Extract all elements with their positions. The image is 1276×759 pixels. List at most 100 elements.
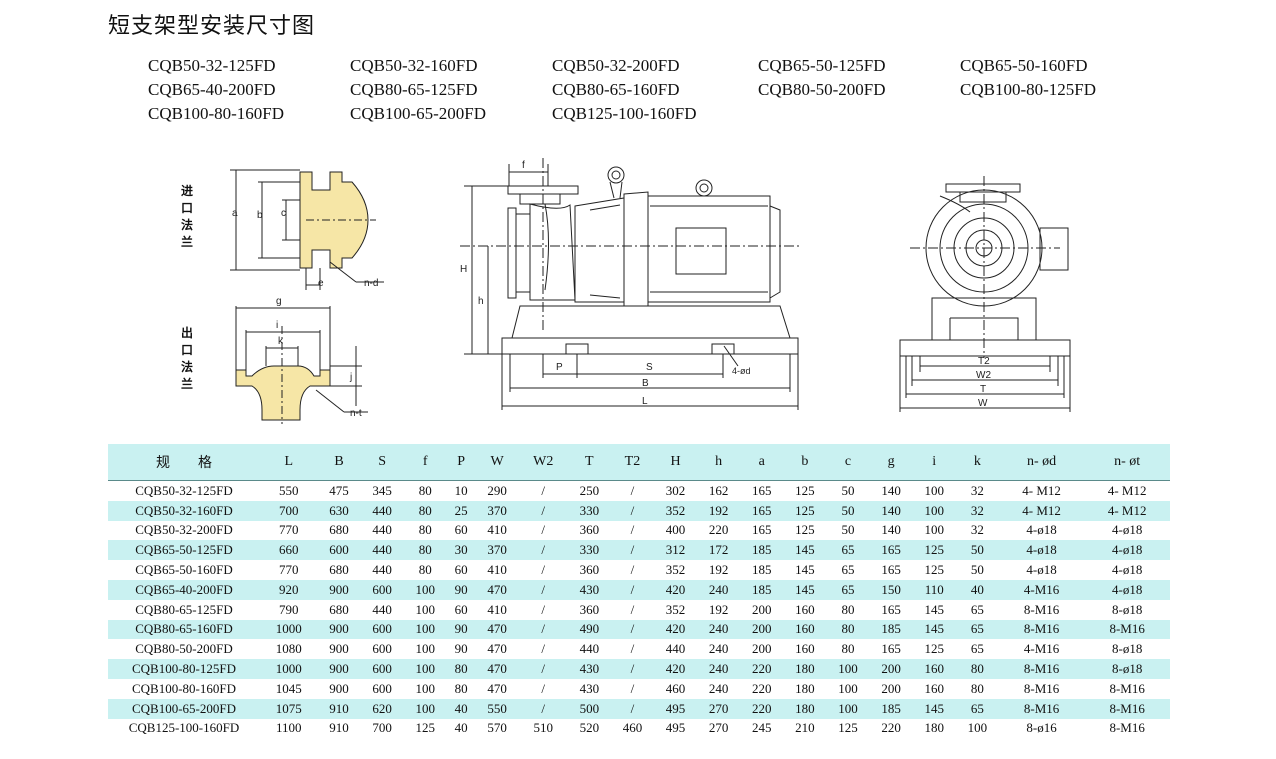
table-cell: 40 xyxy=(955,579,999,600)
model-cell: CQB50-32-200FD xyxy=(135,522,233,538)
table-cell: 360 xyxy=(579,601,600,617)
model-cell: CQB50-32-160FD xyxy=(108,500,260,521)
table-cell: 470 xyxy=(475,619,519,640)
model-item: CQB50-32-200FD xyxy=(552,56,680,75)
table-cell: 8-M16 xyxy=(1084,698,1170,719)
table-cell: / xyxy=(610,619,654,640)
table-cell: 8-M16 xyxy=(1023,680,1060,696)
table-cell: 680 xyxy=(329,601,349,617)
table-cell: / xyxy=(610,659,654,679)
table-cell: 140 xyxy=(869,479,913,501)
model-cell: CQB80-50-200FD xyxy=(135,641,233,657)
table-cell: 65 xyxy=(841,562,855,578)
table-cell: / xyxy=(541,522,546,538)
table-cell: 900 xyxy=(317,579,361,600)
table-cell: 4-ø18 xyxy=(998,540,1085,561)
column-header: W xyxy=(475,444,519,481)
table-cell: 1080 xyxy=(275,641,302,657)
table-cell: 270 xyxy=(708,720,729,736)
table-cell: / xyxy=(518,619,568,640)
table-cell: 345 xyxy=(360,479,404,501)
column-header: c xyxy=(826,444,870,481)
table-cell: 65 xyxy=(955,619,999,640)
table-cell: 4-M16 xyxy=(1023,641,1060,657)
dim-a-label: a xyxy=(232,208,238,219)
table-cell: 1000 xyxy=(260,619,318,640)
table-cell: 470 xyxy=(487,680,507,696)
table-cell: 550 xyxy=(260,479,318,501)
table-cell: 100 xyxy=(826,698,870,719)
table-cell: 125 xyxy=(795,522,815,538)
table-cell: 495 xyxy=(665,720,686,736)
table-cell: 910 xyxy=(317,698,361,719)
model-item: CQB80-65-160FD xyxy=(552,80,680,99)
table-cell: 210 xyxy=(795,720,815,736)
table-cell: / xyxy=(518,698,568,719)
model-item: CQB65-50-125FD xyxy=(758,56,886,75)
table-cell: 4-ø18 xyxy=(1111,562,1143,578)
dim-nd-label: n-d xyxy=(364,278,378,289)
table-cell: 65 xyxy=(970,641,984,657)
table-cell: 600 xyxy=(372,641,392,657)
column-header: W2 xyxy=(518,444,568,481)
model-cell: CQB100-65-200FD xyxy=(108,698,260,719)
table-cell: 630 xyxy=(317,500,361,521)
table-cell: 4-ø18 xyxy=(1084,579,1170,600)
table-cell: 110 xyxy=(912,579,956,600)
table-cell: 352 xyxy=(665,601,686,617)
table-cell: 570 xyxy=(487,720,507,736)
table-cell: 80 xyxy=(841,601,855,617)
table-cell: 680 xyxy=(329,522,349,538)
dim-i-label: i xyxy=(276,320,278,331)
table-cell: 420 xyxy=(654,619,698,640)
table-cell: / xyxy=(541,562,546,578)
table-cell: 165 xyxy=(740,479,784,501)
table-cell: 4-M16 xyxy=(998,579,1085,600)
table-cell: 330 xyxy=(567,500,611,521)
table-cell: 125 xyxy=(838,720,858,736)
table-cell: 430 xyxy=(579,680,600,696)
table-cell: 4- M12 xyxy=(998,479,1085,501)
table-cell: 700 xyxy=(372,720,392,736)
table-cell: 245 xyxy=(752,720,772,736)
table-cell: 180 xyxy=(924,720,944,736)
column-header: T2 xyxy=(610,444,654,481)
table-cell: 100 xyxy=(912,479,956,501)
dim-B-label: B xyxy=(642,378,649,389)
table-cell: 192 xyxy=(708,562,729,578)
table-cell: 220 xyxy=(740,659,784,679)
table-cell: 410 xyxy=(487,562,507,578)
table-cell: 550 xyxy=(475,698,519,719)
table-cell: 4- M12 xyxy=(1084,479,1170,501)
table-cell: 440 xyxy=(372,522,392,538)
table-cell: 125 xyxy=(783,479,827,501)
dim-k-label: k xyxy=(278,336,284,347)
table-cell: 160 xyxy=(795,601,815,617)
dim-b-label: b xyxy=(257,210,263,221)
table-cell: 165 xyxy=(881,562,901,578)
column-header: i xyxy=(912,444,956,481)
table-cell: 8-M16 xyxy=(998,659,1085,679)
table-cell: 420 xyxy=(654,579,698,600)
dim-e-label: e xyxy=(318,278,324,289)
table-cell: 4-ø18 xyxy=(1026,522,1057,538)
table-cell: 80 xyxy=(403,540,447,561)
table-cell: / xyxy=(518,579,568,600)
table-cell: 80 xyxy=(841,641,855,657)
table-cell: 8-ø16 xyxy=(1026,720,1057,736)
table-cell: 910 xyxy=(329,720,349,736)
table-cell: 470 xyxy=(475,659,519,679)
table-cell: 60 xyxy=(454,562,468,578)
dim-g-label: g xyxy=(276,296,282,307)
table-cell: 220 xyxy=(752,680,772,696)
table-cell: 410 xyxy=(487,522,507,538)
model-cell: CQB65-50-160FD xyxy=(135,562,233,578)
table-cell: 145 xyxy=(783,540,827,561)
